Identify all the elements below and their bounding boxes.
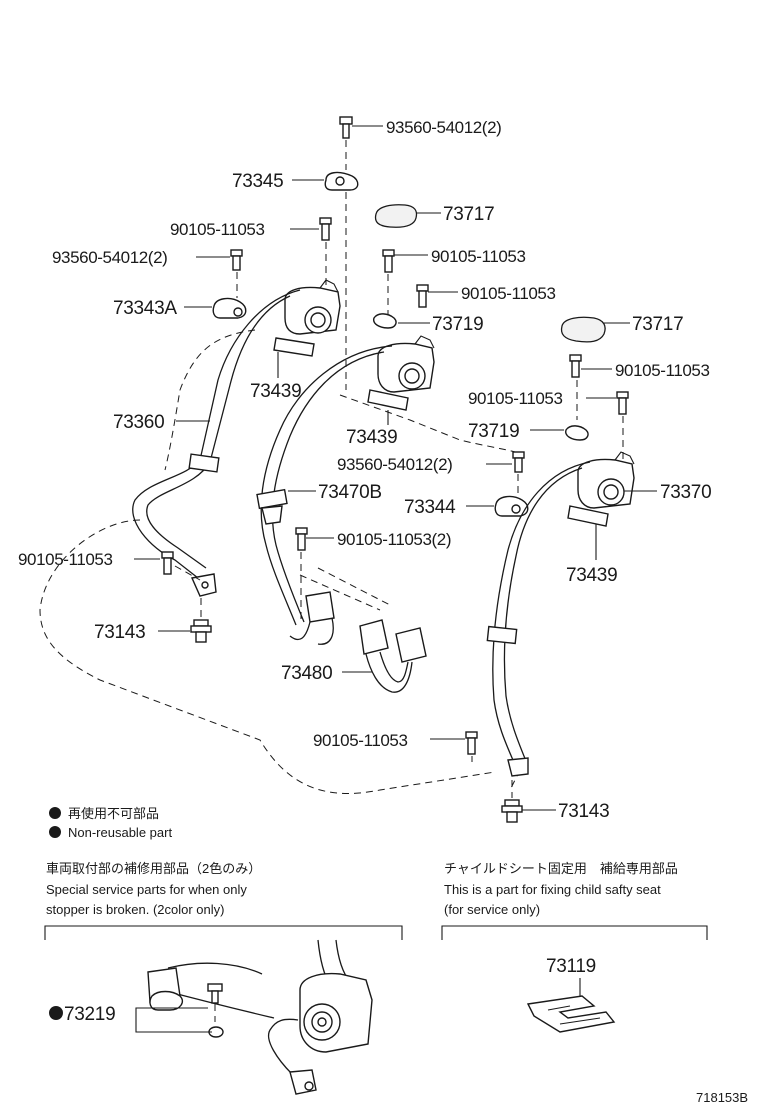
belt-73470B	[260, 345, 393, 626]
retractor-right	[577, 451, 635, 509]
label-73370: 73370	[660, 482, 711, 503]
label-73119: 73119	[546, 956, 596, 977]
bolt-93560-mid	[512, 451, 525, 473]
section-right-bracket	[441, 925, 708, 940]
section-right-en-1: This is a part for fixing child safty se…	[444, 882, 661, 897]
cover-73717-b	[560, 316, 606, 343]
tongue-73470B	[261, 505, 283, 525]
belt-73370	[492, 461, 591, 773]
belt-73360	[132, 289, 301, 579]
belt-guide-73370	[486, 625, 518, 645]
bolt-90105-d	[569, 354, 582, 378]
buckle-73480-b	[395, 627, 427, 663]
label-90105-c: 90105-11053	[461, 284, 556, 303]
label-90105-a: 90105-11053	[170, 220, 265, 239]
belt-anchor-bottom-left	[190, 573, 217, 597]
section-right-en-2: (for service only)	[444, 902, 540, 917]
anchor-bolt-73143-a	[190, 619, 212, 643]
label-73219: 73219	[64, 1004, 115, 1025]
belt-anchor-bottom-right	[507, 757, 529, 777]
legend-jp: 再使用不可部品	[68, 806, 159, 821]
label-93560-left: 93560-54012(2)	[52, 248, 167, 267]
callout-73219-bracket	[135, 1007, 212, 1033]
buckle-73480-strap	[365, 651, 413, 693]
belt-guide-73360	[188, 453, 220, 473]
label-90105-g: 90105-11053(2)	[337, 530, 451, 549]
label-73717-a: 73717	[443, 204, 494, 225]
non-reusable-bullet-icon-2	[49, 826, 61, 838]
section-left-jp: 車両取付部の補修用部品（2色のみ）	[46, 861, 261, 876]
label-plate-73439-b	[367, 389, 409, 411]
label-73717-b: 73717	[632, 314, 683, 335]
label-plate-73439-c	[567, 505, 609, 527]
non-reusable-bullet-icon-73219	[49, 1006, 63, 1020]
bolt-90105-c	[416, 284, 429, 308]
anchor-73343A	[212, 297, 247, 319]
label-73439-b: 73439	[346, 427, 397, 448]
buckle-area-outline	[299, 567, 391, 611]
clip-73719-a	[373, 313, 397, 329]
belt-guide-73470B	[256, 488, 288, 510]
section-right-jp: チャイルドシート固定用 補給専用部品	[444, 861, 678, 876]
retractor-center	[377, 335, 435, 393]
section-left-en-2: stopper is broken. (2color only)	[46, 902, 224, 917]
label-73439-a: 73439	[250, 381, 301, 402]
bolt-90105-g	[295, 527, 308, 551]
label-90105-d: 90105-11053	[615, 361, 710, 380]
anchor-73344	[494, 495, 529, 517]
label-90105-h: 90105-11053	[313, 731, 408, 750]
label-73143-a: 73143	[94, 622, 145, 643]
anchor-73345	[324, 171, 359, 191]
cover-73717-a	[374, 204, 418, 228]
label-73480: 73480	[281, 663, 332, 684]
bolt-90105-f	[161, 551, 174, 575]
label-73345: 73345	[232, 171, 283, 192]
label-73719-b: 73719	[468, 421, 519, 442]
detail-anchor-73219	[147, 967, 184, 1011]
bolt-90105-h	[465, 731, 478, 755]
figure-id: 718153B	[696, 1090, 748, 1105]
buckle-73480-a	[359, 619, 389, 655]
label-93560-top: 93560-54012(2)	[386, 118, 501, 137]
label-73719-a: 73719	[432, 314, 483, 335]
label-73143-b: 73143	[558, 801, 609, 822]
label-73470B: 73470B	[318, 482, 382, 503]
clip-73719-b	[565, 425, 589, 441]
buckle-center-single	[289, 591, 335, 645]
label-90105-f: 90105-11053	[18, 550, 113, 569]
legend-en: Non-reusable part	[68, 825, 172, 840]
label-73344: 73344	[404, 497, 456, 518]
bolt-93560-left	[230, 249, 243, 271]
non-reusable-bullet-icon	[49, 807, 61, 819]
label-plate-73439-a	[273, 337, 315, 357]
label-73360: 73360	[113, 412, 164, 433]
label-93560-mid: 93560-54012(2)	[337, 455, 452, 474]
bolt-90105-b	[382, 249, 395, 273]
label-90105-b: 90105-11053	[431, 247, 526, 266]
retractor-left	[284, 279, 341, 335]
bolt-90105-a	[319, 217, 332, 241]
section-left-bracket	[44, 925, 403, 940]
rear-panel-outline	[339, 394, 516, 453]
detail-retractor	[161, 939, 373, 1095]
bolt-90105-e	[616, 391, 629, 415]
anchor-bolt-73143-b	[501, 799, 523, 823]
label-90105-e: 90105-11053	[468, 389, 563, 408]
detail-bolt-73219	[207, 983, 223, 1004]
label-73439-c: 73439	[566, 565, 617, 586]
child-seat-part-73119	[526, 995, 616, 1033]
label-73343A: 73343A	[113, 298, 177, 319]
section-left-en-1: Special service parts for when only	[46, 882, 247, 897]
bolt-top	[339, 116, 353, 139]
